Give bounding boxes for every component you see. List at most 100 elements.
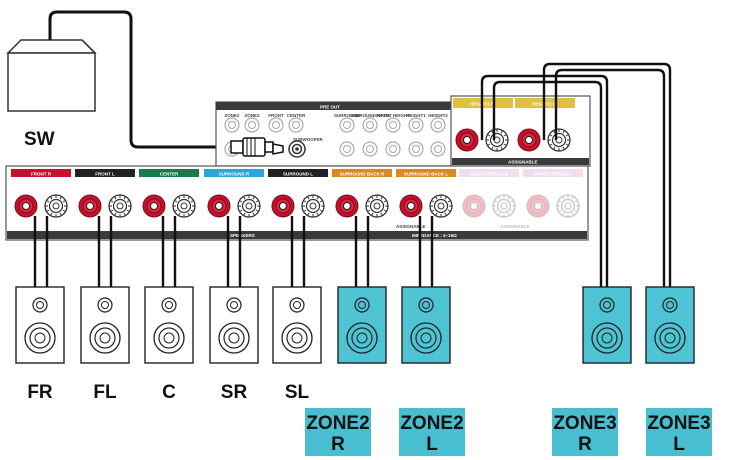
subwoofer-top <box>6 39 97 54</box>
assignable-label-dim: ASSIGNABLE <box>500 224 530 229</box>
terminal-group-header <box>268 169 328 177</box>
minus-terminal <box>492 194 516 218</box>
tweeter-inner <box>101 301 109 309</box>
zone-speaker <box>582 286 632 364</box>
zone-box <box>399 408 465 456</box>
pre-out-jack-inner <box>434 121 442 129</box>
terminal-frame <box>5 165 589 241</box>
plus-symbol: ⊕ <box>470 181 478 191</box>
woofer-cap <box>291 332 303 344</box>
pre-out-label: FRONT HEIGHT <box>376 113 410 118</box>
zone-box <box>552 408 618 456</box>
plus-symbol: ⊕ <box>215 181 223 191</box>
speaker-label: FR <box>27 382 53 403</box>
minus-symbol: ⊖ <box>116 181 124 191</box>
zone-box <box>305 408 371 456</box>
plus-terminal <box>455 128 479 152</box>
plus-symbol: ⊕ <box>463 114 471 124</box>
plus-terminal <box>271 194 295 218</box>
terminal-group-header <box>11 169 71 177</box>
minus-terminal <box>108 194 132 218</box>
terminal-group-header <box>459 169 519 177</box>
plus-symbol: ⊕ <box>150 181 158 191</box>
pre-out-jack-inner <box>343 145 351 153</box>
zone-speaker <box>337 286 387 364</box>
minus-symbol: ⊖ <box>309 181 317 191</box>
subwoofer-jack <box>288 140 306 158</box>
terminal-group: SURROUND L⊕⊖ <box>268 169 328 191</box>
woofer-cap <box>664 332 676 344</box>
minus-terminal <box>429 194 453 218</box>
speaker-label: C <box>162 382 176 403</box>
pre-out-jack-inner <box>366 145 374 153</box>
speaker-label: SL <box>285 382 310 403</box>
minus-symbol: ⊖ <box>52 181 60 191</box>
minus-terminal <box>365 194 389 218</box>
minus-terminal <box>44 194 68 218</box>
minus-symbol: ⊖ <box>500 181 508 191</box>
plus-terminal <box>14 194 38 218</box>
terminal-group-label: SURROUND L <box>283 171 313 176</box>
pre-out-title: PRE OUT <box>320 105 340 110</box>
terminal-group: FRONT HEIGHT L⊕⊖ <box>523 169 583 191</box>
tweeter-inner <box>230 301 238 309</box>
subwoofer-label: SW <box>24 129 55 150</box>
pre-out-label: CENTER <box>287 113 306 118</box>
subwoofer-jack-label: SUBWOOFER <box>293 137 323 142</box>
woofer-cap <box>99 332 111 344</box>
terminal-groups: FRONT R⊕⊖FRONT L⊕⊖CENTER⊕⊖SURROUND R⊕⊖SU… <box>11 169 583 218</box>
plus-symbol: ⊕ <box>534 181 542 191</box>
plus-symbol: ⊕ <box>86 181 94 191</box>
tweeter-inner <box>293 301 301 309</box>
terminal-group-label: CENTER <box>160 171 179 176</box>
pre-out-header <box>216 102 452 110</box>
zone-box <box>646 408 712 456</box>
speaker-label: SR <box>221 382 248 403</box>
plus-terminal <box>526 194 550 218</box>
minus-terminal <box>485 128 509 152</box>
plus-terminal <box>462 194 486 218</box>
impedance-label: IMPEDANCE : 4~16Ω <box>412 233 457 238</box>
zone-side: R <box>578 434 592 455</box>
height-panel: HEIGHT1 R⊕⊖HEIGHT1 L⊕⊖ ASSIGNABLE <box>450 95 591 167</box>
plus-symbol: ⊕ <box>343 181 351 191</box>
height-assignable-label: ASSIGNABLE <box>508 160 538 165</box>
minus-terminal <box>547 128 571 152</box>
terminal-group-label: FRONT R <box>31 171 52 176</box>
pre-out-jack-inner <box>292 121 300 129</box>
pre-out-label: ZONE2 <box>224 113 240 118</box>
speaker-terminal-panel: SPEAKERS ASSIGNABLE ASSIGNABLE IMPEDANCE… <box>5 165 589 241</box>
zone-side: L <box>673 434 685 455</box>
plus-terminal <box>399 194 423 218</box>
zone3-wire <box>542 62 672 287</box>
pre-out-label: HEIGHT1 <box>406 113 426 118</box>
zone-name: ZONE2 <box>306 413 369 434</box>
terminal-group-header <box>139 169 199 177</box>
terminal-group: SURROUND R⊕⊖ <box>204 169 264 191</box>
pre-out-jack-inner <box>389 145 397 153</box>
tweeter-inner <box>36 301 44 309</box>
terminal-footer <box>7 231 587 239</box>
zone-side: R <box>331 434 345 455</box>
pre-out-jack-inner <box>343 121 351 129</box>
pre-out-jack-inner <box>248 121 256 129</box>
terminal-group-header <box>332 169 392 177</box>
minus-terminal <box>172 194 196 218</box>
zone-name: ZONE3 <box>647 413 710 434</box>
plus-symbol: ⊕ <box>22 181 30 191</box>
rca-plug <box>230 137 284 157</box>
terminal-group: CENTER⊕⊖ <box>139 169 199 191</box>
terminal-group-header <box>75 169 135 177</box>
plus-terminal <box>142 194 166 218</box>
zone-name: ZONE2 <box>400 413 463 434</box>
terminal-group-header <box>523 169 583 177</box>
tweeter-inner <box>666 301 674 309</box>
terminal-group-label: SURROUND BACK L <box>404 171 448 176</box>
tweeter-inner <box>165 301 173 309</box>
plus-terminal <box>517 128 541 152</box>
